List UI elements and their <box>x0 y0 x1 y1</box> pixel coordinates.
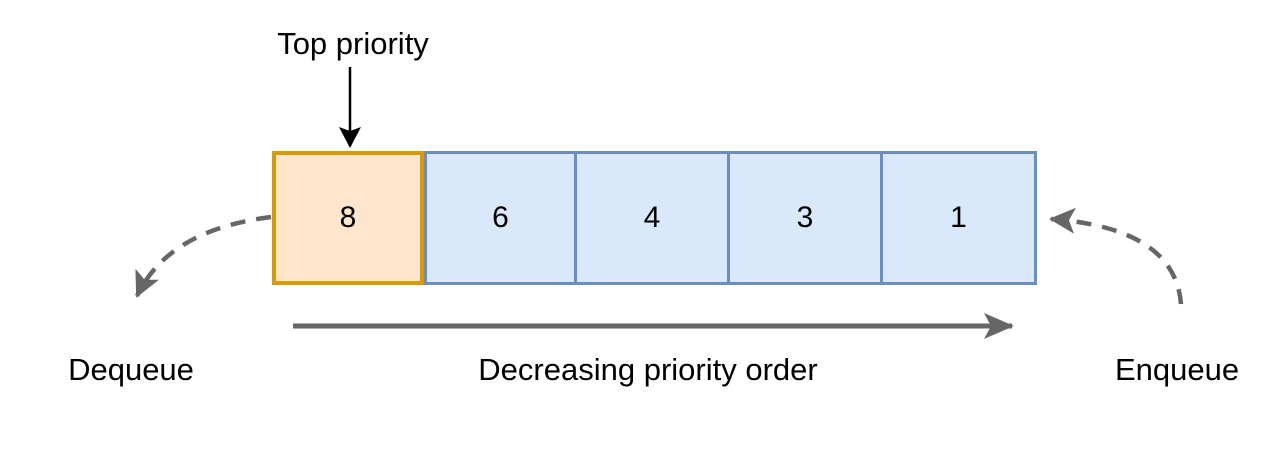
queue-cell: 4 <box>577 151 730 285</box>
queue-cell-value: 6 <box>492 201 509 234</box>
dequeue-label: Dequeue <box>68 352 194 387</box>
enqueue-label: Enqueue <box>1114 352 1240 387</box>
queue-cell-value: 4 <box>643 201 661 234</box>
enqueue-arrow <box>1049 207 1184 305</box>
top-priority-label: Top priority <box>277 26 429 61</box>
dequeue-arrow <box>134 214 272 298</box>
queue-cell-value: 1 <box>950 201 967 234</box>
queue-cell: 3 <box>730 151 883 285</box>
queue-cell-top-priority: 8 <box>272 151 424 285</box>
queue-cell: 1 <box>883 151 1037 285</box>
queue-cell-value: 3 <box>796 201 814 234</box>
queue-cell: 6 <box>424 151 577 285</box>
queue-cell-value: 8 <box>339 201 357 234</box>
decreasing-priority-order-label: Decreasing priority order <box>478 352 818 387</box>
